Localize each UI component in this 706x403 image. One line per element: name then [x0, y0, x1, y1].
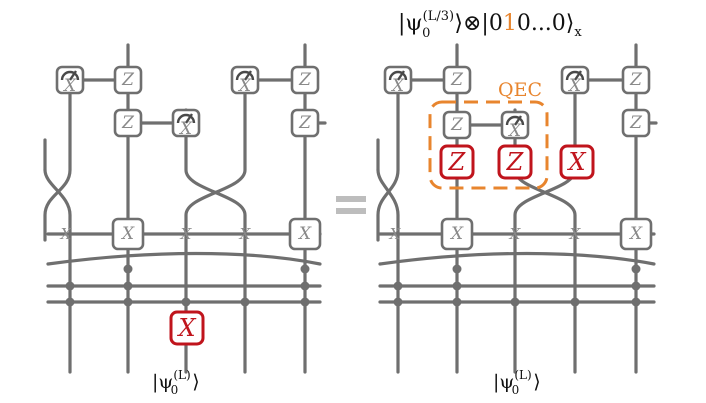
x-gate: X: [111, 217, 145, 251]
measurement-meter-icon: [60, 70, 80, 81]
z-gate: Z: [442, 110, 472, 140]
svg-text:Z: Z: [450, 115, 464, 135]
measure-x-gate: X: [500, 110, 530, 141]
measure-x-gate: X: [560, 65, 590, 96]
x-crossing-mark: X: [509, 225, 522, 243]
measurement-meter-icon: [176, 113, 196, 124]
svg-text:Z: Z: [629, 113, 643, 133]
z-gate: Z: [621, 108, 651, 138]
measurement-meter-icon: [235, 70, 255, 81]
x-crossing-mark: X: [239, 225, 252, 243]
svg-text:X: X: [297, 224, 312, 244]
right-circuit: X X X Z Z Z Z: [376, 9, 658, 397]
measurement-meter-icon: [505, 115, 525, 126]
svg-text:X: X: [178, 119, 193, 139]
z-gate: Z: [113, 65, 143, 95]
svg-text:Z: Z: [629, 70, 643, 90]
svg-text:X: X: [566, 148, 586, 176]
x-gate: X: [440, 217, 474, 251]
svg-text:Z: Z: [450, 70, 464, 90]
svg-text:X: X: [176, 314, 196, 342]
qec-label: QEC: [498, 79, 542, 101]
svg-text:X: X: [237, 76, 252, 96]
svg-text:X: X: [62, 76, 77, 96]
x-gate: X: [619, 217, 653, 251]
svg-text:Z: Z: [121, 113, 135, 133]
equals-sign: [336, 196, 366, 214]
correction-z-gate: Z: [497, 144, 533, 180]
z-gate: Z: [113, 108, 143, 138]
z-gate: Z: [290, 65, 320, 95]
x-gate: X: [288, 217, 322, 251]
top-state-label: |ψ(L/3)0⟩⊗|010...0⟩x: [398, 9, 582, 41]
svg-text:X: X: [507, 121, 522, 141]
measurement-meter-icon: [565, 70, 585, 81]
x-crossing-mark: X: [180, 225, 193, 243]
x-crossing-mark: X: [569, 225, 582, 243]
z-gate: Z: [621, 65, 651, 95]
right-state-caption: |ψ(L)0⟩: [493, 368, 541, 397]
z-gate: Z: [290, 108, 320, 138]
svg-text:Z: Z: [448, 148, 467, 176]
left-state-caption: |ψ(L)0⟩: [152, 368, 200, 397]
measure-x-gate: X: [230, 65, 260, 96]
correction-x-gate: X: [559, 144, 595, 180]
svg-text:Z: Z: [506, 148, 525, 176]
left-circuit: X X X Z Z Z Z: [43, 43, 327, 397]
svg-text:X: X: [120, 224, 135, 244]
svg-text:Z: Z: [298, 70, 312, 90]
measure-x-gate: X: [383, 65, 413, 96]
svg-text:X: X: [390, 76, 405, 96]
z-gate: Z: [442, 65, 472, 95]
x-crossing-mark: X: [60, 225, 73, 243]
svg-text:X: X: [567, 76, 582, 96]
x-crossing-mark: X: [389, 225, 402, 243]
svg-text:X: X: [628, 224, 643, 244]
svg-text:Z: Z: [121, 70, 135, 90]
qec-region: [428, 100, 549, 190]
svg-text:Z: Z: [298, 113, 312, 133]
error-x-gate: X: [169, 310, 205, 346]
measure-x-gate: X: [171, 108, 201, 139]
correction-z-gate: Z: [439, 144, 475, 180]
measurement-meter-icon: [388, 70, 408, 81]
svg-text:X: X: [449, 224, 464, 244]
measure-x-gate: X: [55, 65, 85, 96]
